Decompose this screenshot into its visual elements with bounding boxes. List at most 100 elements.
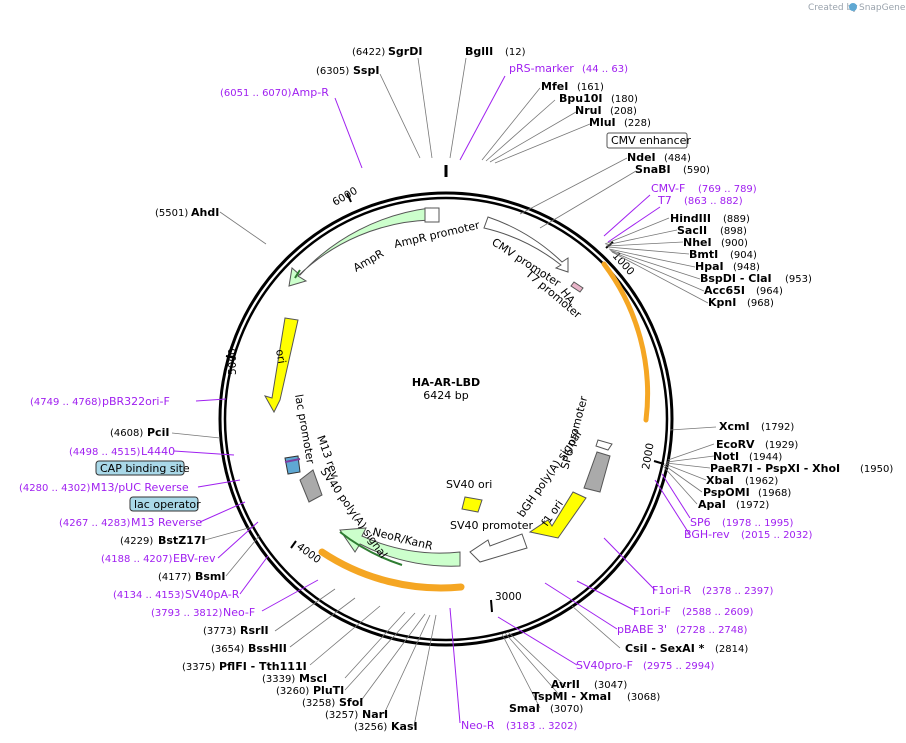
site-pos-kasi: (3256) bbox=[354, 722, 387, 733]
primer-name-bgh-rev: BGH-rev bbox=[684, 528, 730, 541]
site-name-mlui: MluI bbox=[589, 116, 616, 129]
site-name-acc65i: Acc65I bbox=[704, 284, 745, 297]
site-pos-rsrii: (3773) bbox=[203, 626, 236, 637]
site-name-ecorv: EcoRV bbox=[716, 438, 755, 451]
site-name-pflfi-tth111i: PflFI - Tth111I bbox=[219, 660, 307, 673]
site-name-csii-sexai: CsiI - SexAI * bbox=[625, 642, 705, 655]
primer-pos-amp-r: (6051 .. 6070) bbox=[220, 88, 292, 99]
feature-label-lac-promoter: lac promoter bbox=[292, 393, 317, 465]
primer-name-cmv-f: CMV-F bbox=[651, 182, 685, 195]
site-name-kpni: KpnI bbox=[708, 296, 736, 309]
site-pos-avrii: (3047) bbox=[594, 680, 627, 691]
plasmid-length: 6424 bp bbox=[423, 389, 468, 402]
site-name-noti: NotI bbox=[713, 450, 739, 463]
site-pos-xbai: (1962) bbox=[745, 476, 778, 487]
primer-name-amp-r: Amp-R bbox=[292, 86, 329, 99]
site-pos-bspdi-clai: (953) bbox=[785, 274, 812, 285]
site-name-xbai: XbaI bbox=[706, 474, 734, 487]
primer-name-pbabe-3: pBABE 3' bbox=[617, 623, 667, 636]
feature-ampr bbox=[288, 207, 431, 287]
primer-pos-t7: (863 .. 882) bbox=[684, 196, 743, 207]
primer-pos-l4440: (4498 .. 4515) bbox=[69, 447, 141, 458]
site-name-ahdi: AhdI bbox=[191, 206, 219, 219]
site-pos-pcii: (4608) bbox=[110, 428, 143, 439]
feature-label-cap-binding-site: CAP binding site bbox=[100, 462, 190, 475]
lac-operator-box bbox=[129, 496, 199, 512]
primer-pos-cmv-f: (769 .. 789) bbox=[698, 184, 757, 195]
site-pos-ndei: (484) bbox=[664, 153, 691, 164]
site-name-xhoi: PaeR7I - PspXI - XhoI bbox=[710, 462, 840, 475]
site-pos-pflfi-tth111i: (3375) bbox=[182, 662, 215, 673]
site-name-bpu10i: Bpu10I bbox=[559, 92, 603, 105]
primer-pos-f1ori-r: (2378 .. 2397) bbox=[702, 586, 774, 597]
site-name-kasi: KasI bbox=[391, 720, 418, 733]
ruler-tick-2000: 2000 bbox=[640, 442, 656, 470]
cmv-enhancer-box bbox=[606, 132, 688, 149]
leader-lines bbox=[171, 57, 717, 727]
site-name-sgrdi: SgrDI bbox=[388, 45, 422, 58]
primer-pos-m13-puc-reverse: (4280 .. 4302) bbox=[19, 483, 91, 494]
feature-label-lac-operator: lac operator bbox=[134, 498, 201, 511]
site-pos-pspomi: (1968) bbox=[758, 488, 791, 499]
site-name-rsrii: RsrII bbox=[240, 624, 269, 637]
site-pos-kpni: (968) bbox=[747, 298, 774, 309]
primer-name-prs-marker: pRS-marker bbox=[509, 62, 574, 75]
feature-label-ori: ori bbox=[273, 348, 288, 364]
primer-pos-m13-reverse: (4267 .. 4283) bbox=[59, 518, 131, 529]
site-pos-bglii: (12) bbox=[505, 47, 526, 58]
site-name-pluti: PluTI bbox=[313, 684, 344, 697]
ruler-tick-3000: 3000 bbox=[495, 591, 522, 603]
feature-sv40-polya bbox=[299, 469, 323, 503]
credit-prefix: Created by bbox=[808, 3, 858, 13]
site-name-tspmi-xmai: TspMI - XmaI bbox=[532, 690, 611, 703]
site-name-pspomi: PspOMI bbox=[703, 486, 750, 499]
site-name-apai: ApaI bbox=[698, 498, 726, 511]
primer-name-f1ori-r: F1ori-R bbox=[652, 584, 692, 597]
site-name-bstz17i: BstZ17I bbox=[158, 534, 206, 547]
site-pos-bpu10i: (180) bbox=[611, 94, 638, 105]
primer-name-neo-f: Neo-F bbox=[223, 606, 255, 619]
features bbox=[263, 207, 613, 567]
site-pos-apai: (1972) bbox=[736, 500, 769, 511]
site-pos-noti: (1944) bbox=[749, 452, 782, 463]
site-pos-ahdi: (5501) bbox=[155, 208, 188, 219]
feature-label-ampr: AmpR bbox=[351, 247, 386, 275]
site-pos-smai: (3070) bbox=[550, 704, 583, 715]
primer-name-f1ori-f: F1ori-F bbox=[633, 605, 671, 618]
site-name-smai: SmaI bbox=[509, 702, 540, 715]
site-pos-bstz17i: (4229) bbox=[120, 536, 153, 547]
feature-neor-kanr bbox=[339, 527, 461, 567]
primer-pos-sv40pro-f: (2975 .. 2994) bbox=[643, 661, 715, 672]
feature-cmv-promoter bbox=[483, 216, 569, 273]
feature-bgh-polya bbox=[583, 451, 611, 493]
feature-sv40-ori bbox=[461, 496, 483, 513]
primer-name-sp6: SP6 bbox=[690, 516, 711, 529]
site-name-snabi: SnaBI bbox=[635, 163, 671, 176]
site-name-sacii: SacII bbox=[677, 224, 707, 237]
site-pos-bsmi: (4177) bbox=[158, 572, 191, 583]
primer-pos-f1ori-f: (2588 .. 2609) bbox=[682, 607, 754, 618]
feature-ori bbox=[263, 317, 299, 414]
plasmid-name: HA-AR-LBD bbox=[412, 376, 480, 389]
site-pos-acc65i: (964) bbox=[756, 286, 783, 297]
site-name-hindiii: HindIII bbox=[670, 212, 711, 225]
site-name-bsshii: BssHII bbox=[248, 642, 287, 655]
feature-label-cmv-enhancer: CMV enhancer bbox=[611, 134, 691, 147]
primer-name-t7: T7 bbox=[657, 194, 672, 207]
site-pos-xhoi: (1950) bbox=[860, 464, 893, 475]
feature-labels: CMV enhancer CMV promoter T7 promoter HA… bbox=[95, 132, 691, 561]
site-pos-snabi: (590) bbox=[683, 165, 710, 176]
primer-pos-prs-marker: (44 .. 63) bbox=[582, 64, 628, 75]
site-name-nhei: NheI bbox=[683, 236, 712, 249]
site-name-pcii: PciI bbox=[147, 426, 169, 439]
ruler-tick-4000: 4000 bbox=[294, 541, 323, 566]
feature-label-cmv-promoter: CMV promoter bbox=[489, 236, 563, 290]
site-name-bsmi: BsmI bbox=[195, 570, 226, 583]
site-name-avrii: AvrII bbox=[551, 678, 580, 691]
site-pos-mlui: (228) bbox=[624, 118, 651, 129]
site-pos-msci: (3339) bbox=[262, 674, 295, 685]
ruler-tick-5000: 5000 bbox=[227, 348, 239, 375]
site-name-msci: MscI bbox=[299, 672, 327, 685]
feature-label-sv40-ori: SV40 ori bbox=[446, 478, 492, 491]
